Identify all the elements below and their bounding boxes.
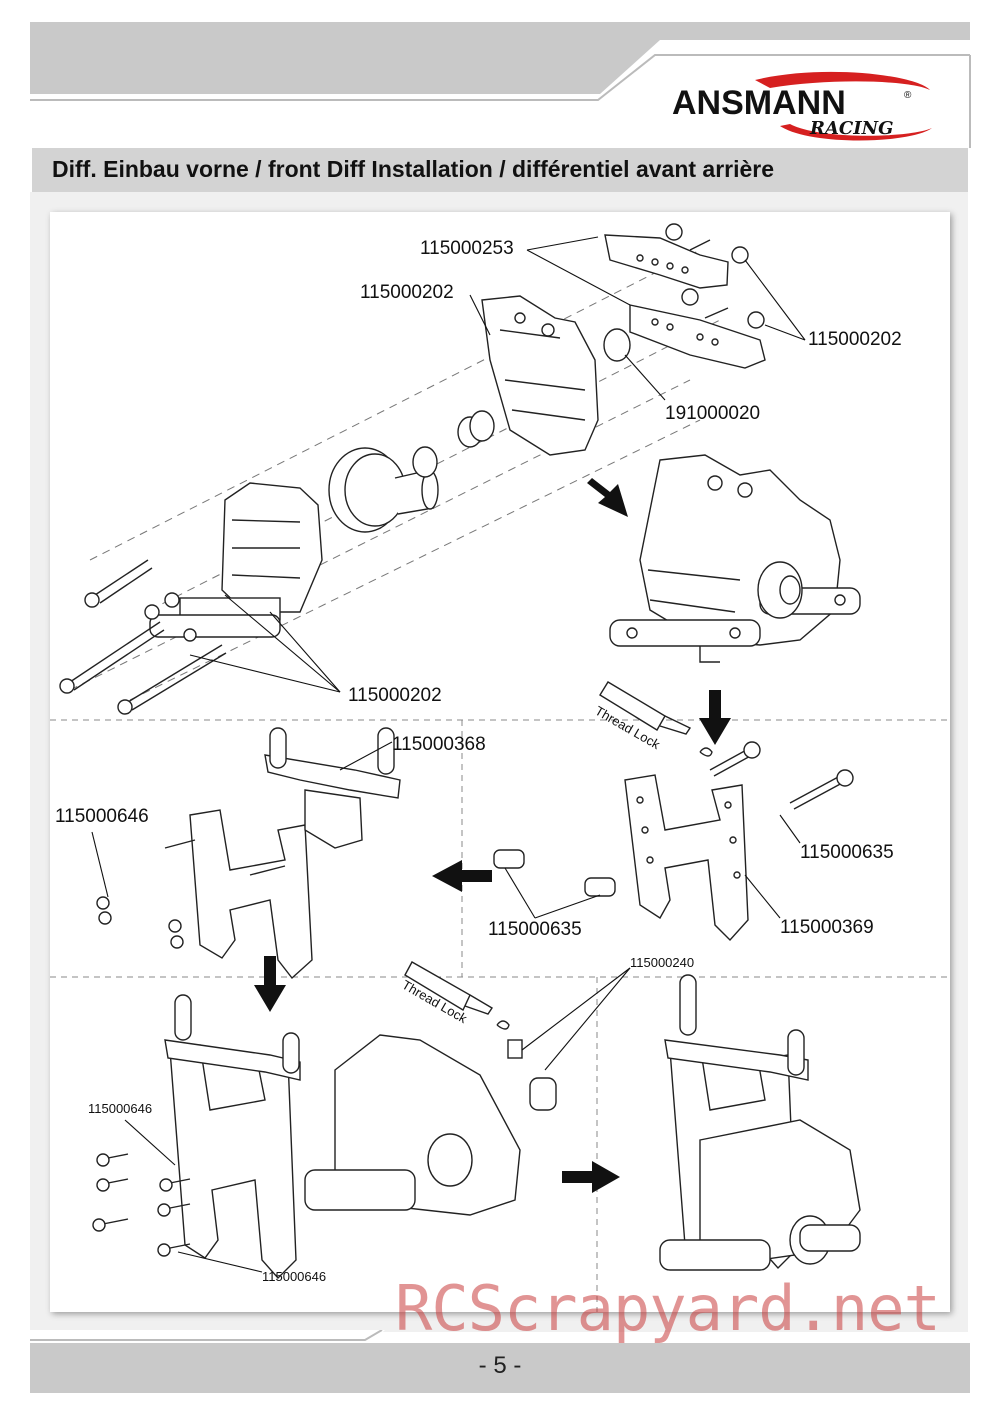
part-label-115000202-top: 115000202 bbox=[360, 282, 454, 303]
logo-brand: ANSMANN bbox=[672, 84, 846, 122]
part-label-115000369: 115000369 bbox=[780, 917, 874, 938]
step4-tower-and-diff bbox=[92, 994, 557, 1280]
step2-shock-tower bbox=[493, 741, 854, 942]
part-label-115000202-right: 115000202 bbox=[808, 329, 902, 350]
arrow-down-right bbox=[587, 478, 628, 517]
arrow-down-2 bbox=[254, 956, 286, 1012]
thread-lock-bottle-1 bbox=[599, 681, 713, 757]
arrow-left bbox=[432, 860, 492, 892]
part-label-115000635-left: 115000635 bbox=[488, 919, 582, 940]
part-label-115000202-bottom: 115000202 bbox=[348, 685, 442, 706]
watermark: RCScrapyard.net bbox=[395, 1272, 941, 1345]
section-dividers bbox=[50, 719, 950, 1312]
header-decoration bbox=[30, 40, 1000, 160]
page-title: Diff. Einbau vorne / front Diff Installa… bbox=[52, 156, 775, 182]
part-label-115000646-step2: 115000646 bbox=[55, 806, 149, 827]
footer-decoration bbox=[30, 1330, 385, 1343]
ansmann-racing-logo: ANSMANN ® RACING bbox=[672, 71, 932, 141]
direction-arrows bbox=[254, 478, 731, 1193]
footer-bar bbox=[30, 1343, 970, 1393]
part-label-115000646-bottom: 115000646 bbox=[262, 1269, 327, 1284]
part-label-115000368: 115000368 bbox=[392, 734, 486, 755]
part-label-115000635-right: 115000635 bbox=[800, 842, 894, 863]
step5-final-assembly bbox=[659, 974, 861, 1271]
step1-assembled-diff bbox=[609, 454, 861, 663]
thread-lock-bottle-2 bbox=[404, 961, 510, 1030]
logo-registered: ® bbox=[904, 90, 912, 101]
arrow-down-1 bbox=[699, 690, 731, 745]
step3-tower-assembly bbox=[96, 727, 401, 980]
page-number: - 5 - bbox=[478, 1352, 522, 1379]
part-label-115000646-step4: 115000646 bbox=[88, 1101, 153, 1116]
part-label-115000240: 115000240 bbox=[630, 955, 695, 970]
logo-racing: RACING bbox=[809, 118, 894, 139]
step1-exploded-diff bbox=[59, 223, 766, 715]
part-label-115000253: 115000253 bbox=[420, 238, 514, 259]
arrow-right bbox=[562, 1161, 620, 1193]
part-label-191000020: 191000020 bbox=[665, 403, 761, 424]
leader-lines bbox=[91, 236, 806, 1273]
